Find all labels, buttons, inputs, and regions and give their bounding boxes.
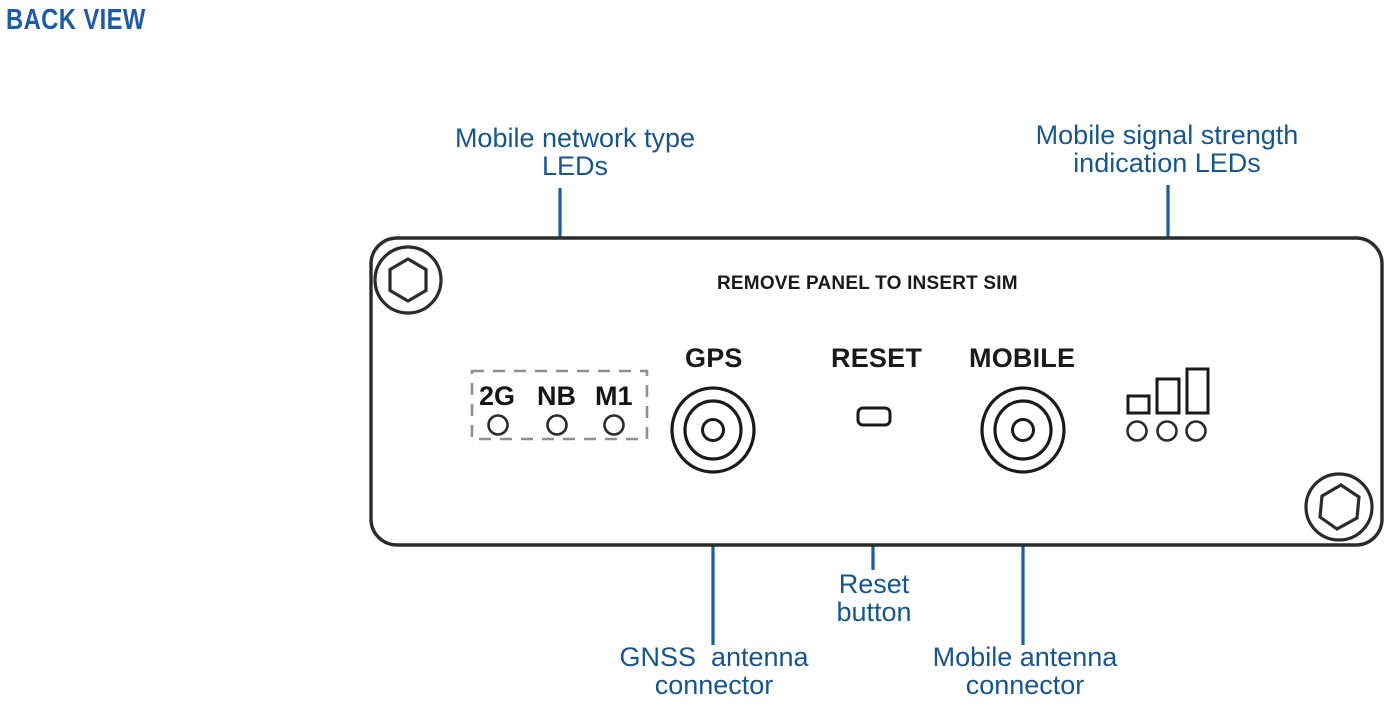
screw-bottom-right-hex-icon [1318, 483, 1361, 531]
led-2g-indicator [487, 414, 509, 436]
signal-bar-medium [1155, 377, 1181, 415]
sim-instruction-text: REMOVE PANEL TO INSERT SIM [717, 273, 1018, 294]
callout-gnss-antenna-connector: GNSS antenna connector [619, 642, 809, 701]
screw-bottom-right [1304, 472, 1374, 542]
led-label-m1: M1 [595, 381, 633, 411]
callout-reset-button: Reset button [836, 569, 912, 628]
mobile-port-label: MOBILE [969, 343, 1076, 373]
screw-top-left-ring [373, 245, 443, 315]
screw-bottom-right-ring [1304, 472, 1374, 542]
callout-signal-strength-leds: Mobile signal strength indication LEDs [1035, 120, 1299, 179]
mobile-connector-outer-ring [980, 386, 1066, 474]
signal-strength-leds [1126, 420, 1207, 442]
signal-bar-low [1126, 394, 1151, 415]
device-panel-body [369, 236, 1384, 547]
signal-led-3 [1185, 420, 1207, 442]
callout-network-type-leds: Mobile network type LEDs [454, 123, 696, 182]
led-m1-indicator [603, 414, 625, 436]
gnss-connector-center-pin [701, 418, 725, 442]
callout-mobile-antenna-connector: Mobile antenna connector [932, 642, 1118, 701]
signal-bar-high [1185, 367, 1210, 415]
mobile-connector-middle-ring [993, 399, 1053, 461]
screw-top-left [373, 245, 443, 315]
led-label-nb: NB [537, 381, 576, 411]
network-leds-dashed-box [470, 369, 649, 441]
signal-strength-bars-icon [1126, 367, 1210, 415]
signal-led-1 [1126, 420, 1148, 442]
gps-port-label: GPS [685, 343, 743, 373]
led-nb-indicator [546, 414, 568, 436]
gnss-antenna-connector[interactable] [670, 386, 756, 474]
page-title: BACK VIEW [6, 4, 146, 36]
reset-port-label: RESET [831, 343, 923, 373]
reset-button[interactable] [856, 406, 892, 427]
gnss-connector-outer-ring [670, 386, 756, 474]
signal-led-2 [1156, 420, 1178, 442]
mobile-connector-center-pin [1011, 418, 1035, 442]
mobile-antenna-connector[interactable] [980, 386, 1066, 474]
led-label-2g: 2G [479, 381, 516, 411]
screw-top-left-hex-icon [388, 257, 428, 303]
network-type-leds [487, 414, 625, 436]
gnss-connector-middle-ring [683, 399, 743, 461]
